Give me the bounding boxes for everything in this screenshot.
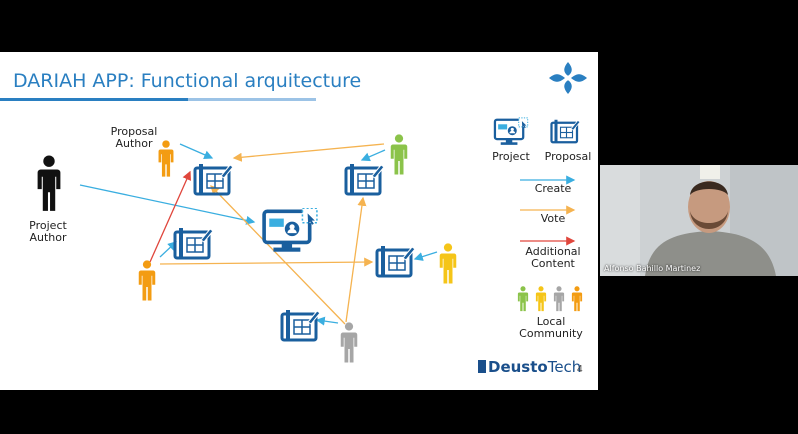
proposal-icon [173,226,213,260]
participant-video-tile[interactable]: Alfonso Bahillo Martinez [600,165,798,276]
vote-arrow [345,196,367,323]
slide-title: DARIAH APP: Functional arquitecture [13,70,362,92]
legend-additional-line2: Content [531,257,575,270]
create-arrow [79,184,256,225]
legend-proposal-label: Proposal [544,150,592,163]
create-arrow [179,143,214,160]
legend-additional-line1: Additional [525,245,581,258]
brand-name-bold: Deusto [488,358,548,376]
legend-vote-label: Vote [540,212,566,225]
deusto-logo [549,62,587,94]
legend-community-green-icon [517,286,529,312]
proposal-icon [193,162,233,196]
title-underline-dark [0,98,188,101]
deustotech-logo: DeustoTech [478,358,581,376]
legend-create-label: Create [534,182,572,195]
brand-name-light: Tech [547,358,582,376]
vote-arrow [159,257,374,267]
arrows-layer [79,143,576,326]
create-arrow [159,241,177,258]
proposal-icon [280,308,320,342]
legend-additional-content-label: Additional Content [514,246,592,270]
legend-project-label: Project [492,150,530,163]
proposal-author-label-line1: Proposal [110,125,158,138]
orange-person-icon [137,260,157,302]
legend-community-line2: Community [519,327,583,340]
yellow-person-icon [438,243,458,285]
project-icon [261,208,319,254]
proposal-author-label: Proposal Author [104,126,164,150]
legend-project-icon [493,117,529,147]
create-arrow [315,316,339,326]
vote-arrow [232,143,385,162]
legend-proposal-icon [550,118,580,144]
proposal-icon [344,162,384,196]
slide-page-number: 4 [577,364,583,375]
project-author-label-line1: Project [29,219,67,232]
deustotech-mark-icon [478,360,486,373]
legend-community-yellow-icon [535,286,547,312]
project-author-label-line2: Author [29,231,67,244]
create-arrow [413,251,438,261]
legend-community-line1: Local [536,315,566,328]
participant-name: Alfonso Bahillo Martinez [604,264,701,273]
additional-content-arrow [149,170,191,263]
title-underline-light [188,98,316,101]
proposal-icon [375,244,415,278]
grey-person-icon [339,322,359,364]
legend-community-orange-icon [571,286,583,312]
vote-arrow [210,185,346,325]
presentation-slide: DARIAH APP: Functional arquitecture Proj… [0,52,598,390]
create-arrow [360,149,386,162]
participant-video-icon [600,165,798,276]
legend-community-grey-icon [553,286,565,312]
proposal-author-label-line2: Author [115,137,153,150]
green-person-icon [388,134,410,176]
project-author-person-icon [36,155,62,213]
legend-local-community-label: Local Community [514,316,588,340]
project-author-label: Project Author [20,220,76,244]
